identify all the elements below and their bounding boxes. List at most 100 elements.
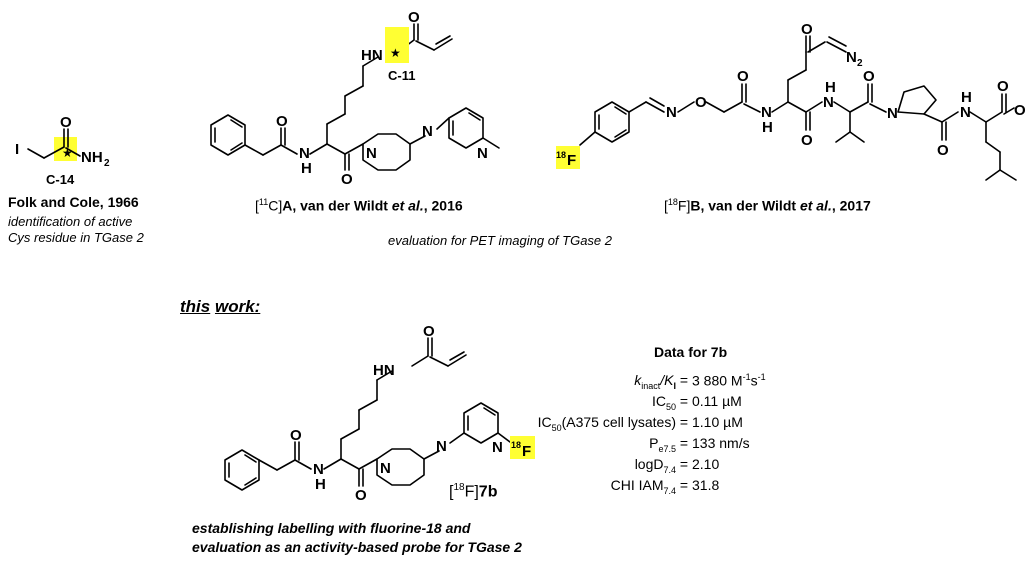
data-key: IC50(A375 cell lysates) — [537, 414, 676, 433]
data-eq: = — [679, 435, 689, 451]
b-atom-n3: N — [823, 94, 834, 111]
a-element: C] — [268, 197, 283, 214]
a-atom-o: O — [408, 9, 420, 26]
compound-7b-label: [18F]7b — [449, 482, 497, 501]
data-row-pe: Pe7.5 = 133 nm/s — [498, 435, 852, 456]
c14-highlight — [54, 137, 77, 161]
b-atom-h5: H — [961, 89, 972, 106]
data-row-ic50-a375: IC50(A375 cell lysates) = 1.10 µM — [498, 414, 852, 435]
b-atom-n2-sub: 2 — [857, 58, 863, 69]
b-atom-f: F — [567, 152, 576, 169]
7b-atom-o3: O — [355, 487, 367, 504]
a-name: A — [282, 197, 293, 214]
a-year: , 2016 — [423, 197, 463, 214]
b-etal: et al. — [799, 197, 832, 214]
b-atom-h1: H — [762, 119, 773, 136]
b-f18-highlight — [556, 146, 580, 169]
a-atom-n4: N — [477, 145, 488, 162]
data-value: 31.8 — [692, 477, 720, 493]
7b-atom-h: H — [315, 476, 326, 493]
7b-bracket: [ — [449, 483, 454, 501]
data-eq: = — [679, 372, 689, 388]
b-name: B — [690, 197, 701, 214]
compound-7b-structure — [224, 337, 511, 491]
b-isotope: 18 — [667, 197, 678, 207]
compound-a-label: [11C]A, van der Wildt et al., 2016 — [255, 197, 463, 214]
a-atom-n1: N — [299, 145, 310, 162]
b-atom-o4: O — [863, 68, 875, 85]
c14-atom-sub: 2 — [104, 158, 110, 169]
c14-structure: ★ — [27, 128, 81, 161]
compound-b-label: [18F]B, van der Wildt et al., 2017 — [664, 197, 871, 214]
b-atom-o5: O — [937, 142, 949, 159]
data-value: 2.10 — [692, 456, 720, 472]
b-atom-o7: O — [1014, 102, 1026, 119]
a-atom-n2: N — [366, 145, 377, 162]
data-row-logd: logD7.4 = 2.10 — [498, 456, 852, 477]
data-row-kinact: kinact/KI = 3 880 M-1s-1 — [498, 372, 852, 393]
data-key: Pe7.5 — [649, 435, 676, 454]
this-work-heading: this work: — [180, 297, 260, 317]
7b-atom-o1: O — [423, 323, 435, 340]
data-row-chi: CHI IAM7.4 = 31.8 — [498, 477, 852, 498]
b-atom-n2: N — [846, 49, 857, 66]
b-atom-o2: O — [801, 21, 813, 38]
a-atom-n3: N — [422, 123, 433, 140]
b-element: F] — [677, 197, 691, 214]
b-atom-o3: O — [801, 132, 813, 149]
data-panel-table: kinact/KI = 3 880 M-1s-1 IC50 = 0.11 µM … — [498, 372, 852, 498]
c11-star-marker: ★ — [390, 46, 401, 60]
a-atom-h: H — [301, 160, 312, 177]
pet-caption: evaluation for PET imaging of TGase 2 — [388, 233, 613, 248]
b-atom-o-oxime: O — [695, 94, 707, 111]
a-atom-o3: O — [341, 171, 353, 188]
data-eq: = — [679, 393, 689, 409]
data-key: CHI IAM7.4 — [610, 477, 676, 496]
c14-atom-nh: NH — [81, 149, 103, 166]
c14-note-line1: identification of active — [8, 214, 133, 229]
c14-atom-i: I — [15, 141, 19, 158]
compound-a-structure — [210, 23, 500, 171]
b-atom-h3: H — [825, 79, 836, 96]
a-atom-hn: HN — [361, 47, 383, 64]
7b-atom-n1: N — [313, 461, 324, 478]
b-f-isotope: 18 — [556, 150, 566, 160]
data-value: 1.10 µM — [692, 414, 743, 430]
a-bracket: [ — [255, 197, 259, 214]
c11-highlight — [385, 27, 409, 63]
7b-name: 7b — [478, 483, 498, 501]
c14-note-line2: Cys residue in TGase 2 — [8, 230, 144, 245]
b-atom-o1: O — [737, 68, 749, 85]
b-atom-n1: N — [761, 104, 772, 121]
data-value: 133 nm/s — [692, 435, 750, 451]
b-bracket: [ — [664, 197, 668, 214]
data-value: 3 880 M-1s-1 — [692, 372, 766, 389]
b-atom-o6: O — [997, 78, 1009, 95]
data-eq: = — [679, 456, 689, 472]
data-key: kinact/KI — [634, 372, 676, 391]
7b-atom-n4: N — [492, 439, 503, 456]
compound-b-structure — [579, 35, 1017, 181]
7b-f-isotope: 18 — [511, 440, 521, 450]
data-eq: = — [679, 414, 689, 430]
7b-atom-o2: O — [290, 427, 302, 444]
7b-atom-f: F — [522, 443, 531, 460]
b-authors: , van der Wildt — [700, 197, 800, 214]
7b-element: F] — [464, 483, 479, 501]
data-row-ic50: IC50 = 0.11 µM — [498, 393, 852, 414]
7b-atom-hn: HN — [373, 362, 395, 379]
b-atom-n4: N — [887, 105, 898, 122]
star-marker: ★ — [62, 146, 73, 160]
c14-atom-o: O — [60, 114, 72, 131]
data-value: 0.11 µM — [692, 393, 742, 409]
c14-label: C-14 — [46, 172, 75, 187]
a-isotope: 11 — [258, 197, 269, 207]
this-work-caption-line1: establishing labelling with fluorine-18 … — [192, 520, 471, 536]
a-etal: et al. — [391, 197, 424, 214]
this-work-word2: work: — [214, 297, 261, 316]
a-atom-o2: O — [276, 113, 288, 130]
data-key: IC50 — [651, 393, 676, 412]
data-panel-title: Data for 7b — [654, 344, 728, 360]
